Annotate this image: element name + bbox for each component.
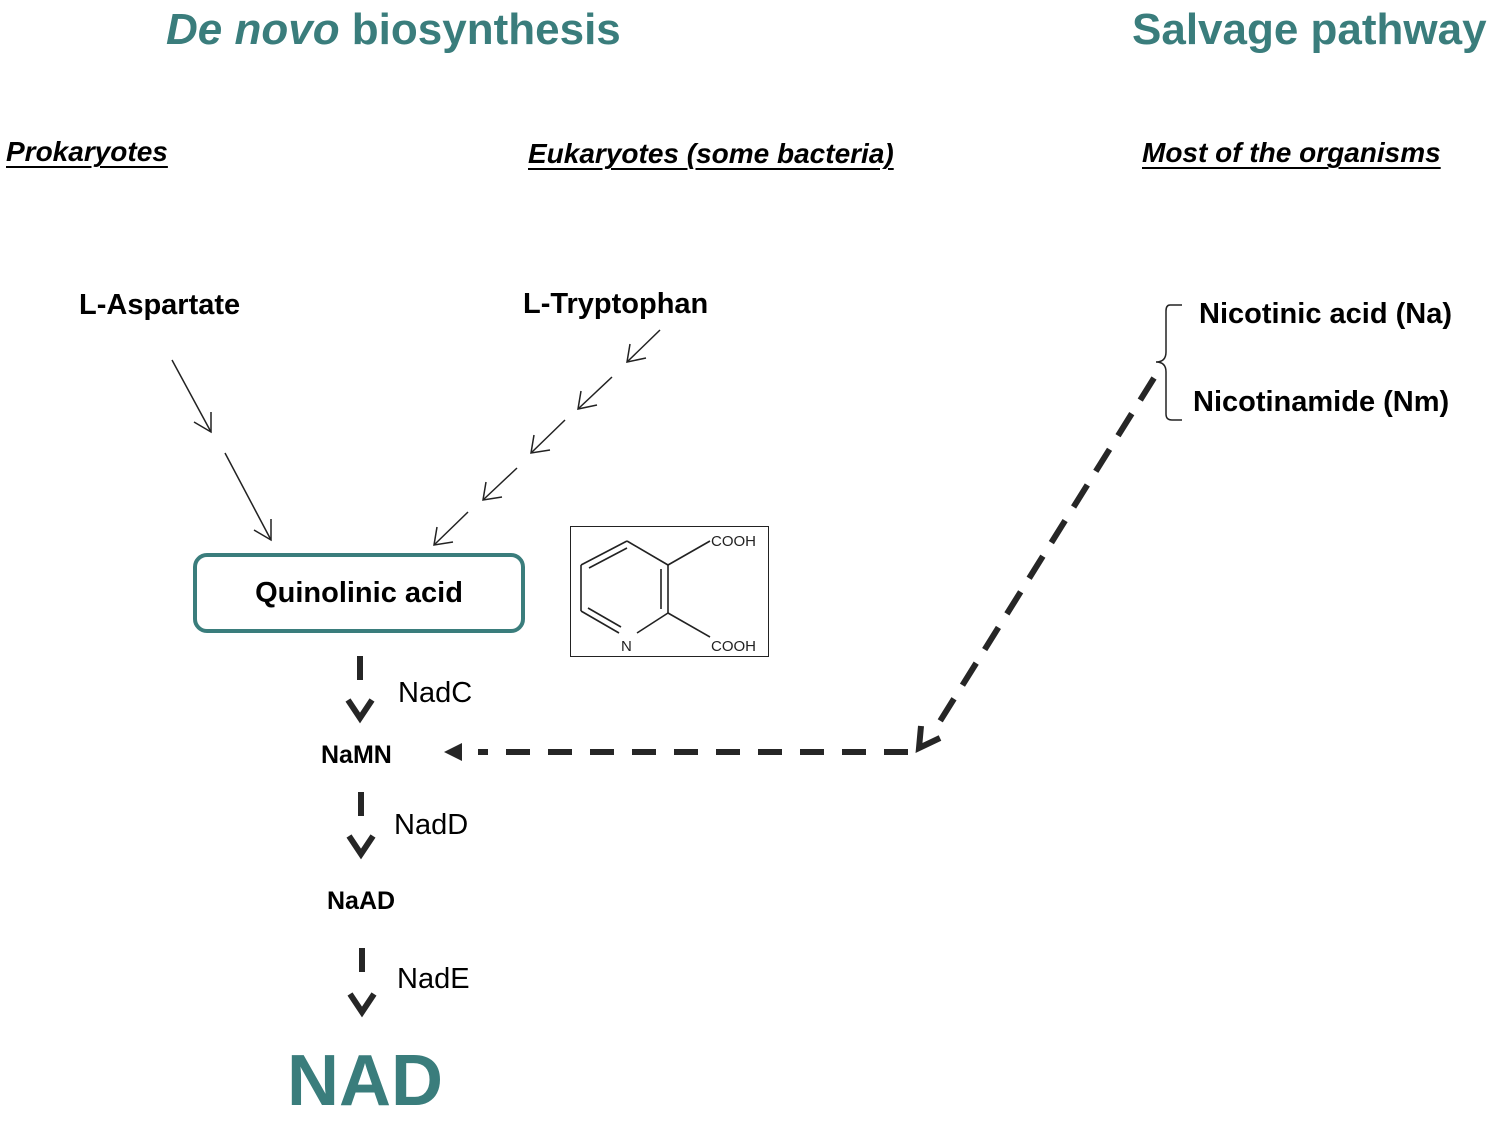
salvage-diagonal-dashed-line — [929, 376, 1157, 736]
tryptophan-arrow-4 — [482, 467, 518, 501]
naad-label: NaAD — [327, 887, 396, 915]
nadc-arrow-head — [345, 698, 375, 724]
nadd-arrow-head — [346, 834, 376, 860]
nad-label: NAD — [287, 1041, 443, 1121]
nitrogen-label: N — [621, 638, 632, 655]
most-organisms-heading: Most of the organisms — [1142, 137, 1441, 168]
l-tryptophan-label: L-Tryptophan — [523, 288, 709, 320]
nadc-enzyme-label: NadC — [398, 677, 473, 709]
prokaryotes-heading: Prokaryotes — [6, 136, 168, 167]
nadd-enzyme-label: NadD — [394, 809, 469, 841]
salvage-brace — [1155, 304, 1182, 421]
cooh-bottom-label: COOH — [711, 638, 756, 655]
l-aspartate-label: L-Aspartate — [79, 289, 241, 321]
namn-label: NaMN — [321, 741, 392, 769]
pyridine-ring-structure-icon: COOH COOH N — [580, 533, 756, 655]
salvage-diagonal-arrow-head — [915, 725, 942, 753]
nicotinamide-label: Nicotinamide (Nm) — [1193, 386, 1450, 418]
de-novo-title-italic: De novo — [166, 5, 340, 54]
nade-arrow-head — [347, 992, 377, 1018]
de-novo-title: De novo biosynthesis — [166, 8, 621, 52]
cooh-top-label: COOH — [711, 533, 756, 550]
aspartate-arrow-1 — [171, 359, 212, 434]
salvage-title: Salvage pathway — [1132, 5, 1487, 54]
eukaryotes-heading: Eukaryotes (some bacteria) — [528, 138, 894, 169]
quinolinic-acid-label: Quinolinic acid — [255, 576, 463, 609]
quinolinic-acid-box: Quinolinic acid — [193, 553, 525, 633]
tryptophan-arrow-3 — [530, 419, 566, 454]
de-novo-title-rest: biosynthesis — [339, 5, 621, 54]
tryptophan-arrow-2 — [577, 376, 613, 410]
aspartate-arrow-2 — [224, 452, 272, 542]
salvage-horizontal-arrow-head — [444, 743, 462, 761]
nade-enzyme-label: NadE — [397, 963, 470, 995]
tryptophan-arrow-5 — [433, 511, 469, 546]
nicotinic-acid-label: Nicotinic acid (Na) — [1199, 298, 1452, 330]
quinolinic-acid-structure-box: COOH COOH N — [570, 526, 769, 657]
tryptophan-arrow-1 — [626, 329, 661, 363]
